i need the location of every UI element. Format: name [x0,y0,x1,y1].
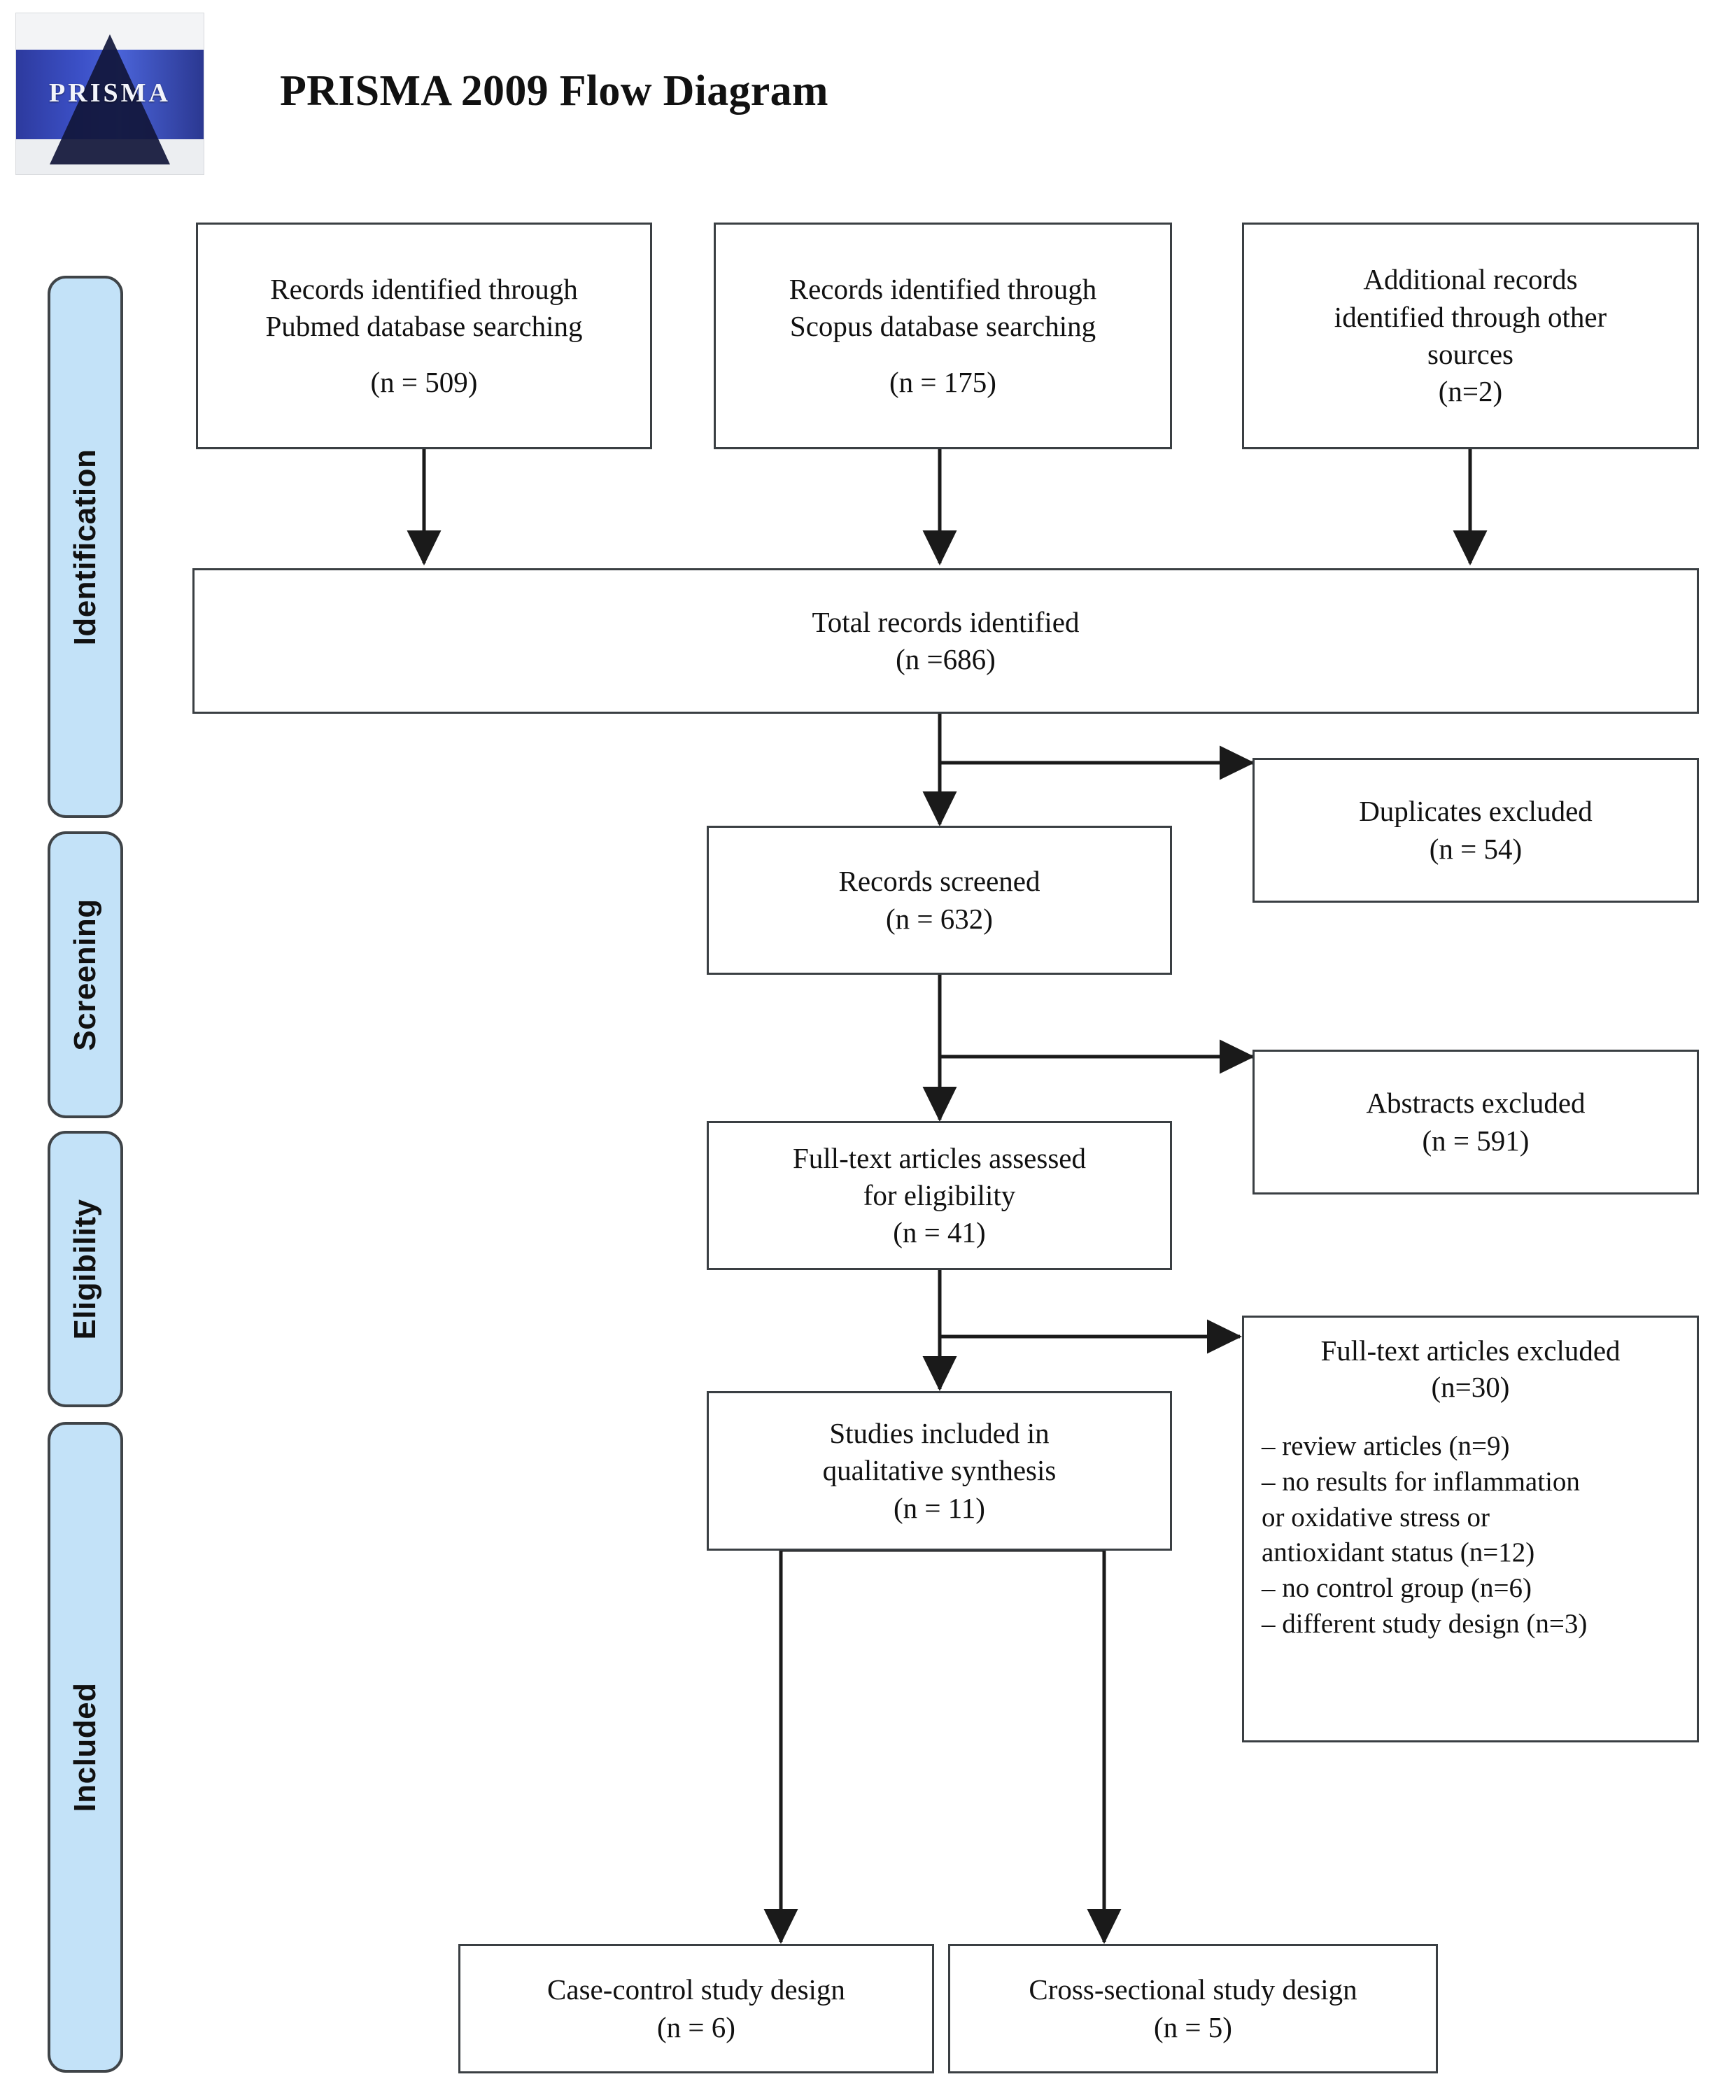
cross-sectional-line1: Cross-sectional study design [1029,1973,1357,2006]
reason-item: or oxidative stress or [1262,1502,1490,1532]
reason-item: – no results for inflammation [1262,1467,1580,1497]
pubmed-line2: Pubmed database searching [265,310,583,343]
box-fulltext-assessed: Full-text articles assessed for eligibil… [707,1121,1172,1270]
scopus-line2: Scopus database searching [789,310,1096,343]
duplicates-line1: Duplicates excluded [1359,795,1593,828]
box-fulltext-excluded: Full-text articles excluded (n=30) – rev… [1242,1316,1699,1742]
box-duplicates-excluded: Duplicates excluded (n = 54) [1252,758,1699,903]
box-cross-sectional: Cross-sectional study design (n = 5) [948,1944,1438,2073]
other-line3: sources [1427,338,1513,370]
phase-label-identification: Identification [68,449,102,645]
phase-label-screening: Screening [68,899,102,1051]
included-line2: qualitative synthesis [822,1454,1057,1487]
reason-item: – different study design (n=3) [1262,1608,1588,1639]
fulltext-excluded-reasons: – review articles (n=9) – no results for… [1252,1429,1689,1642]
box-records-screened: Records screened (n = 632) [707,826,1172,975]
phase-label-eligibility: Eligibility [68,1198,102,1340]
other-line2: identified through other [1334,300,1607,333]
screened-count: (n = 632) [886,902,993,935]
reason-item: – no control group (n=6) [1262,1573,1532,1604]
total-count: (n =686) [896,643,996,675]
abstracts-line1: Abstracts excluded [1366,1087,1586,1120]
box-records-pubmed: Records identified through Pubmed databa… [196,223,652,449]
page-title: PRISMA 2009 Flow Diagram [280,67,828,115]
fulltext-excluded-count: (n=30) [1431,1370,1510,1403]
fulltext-count: (n = 41) [893,1216,986,1249]
fulltext-excluded-line1: Full-text articles excluded [1320,1334,1621,1367]
phase-band-eligibility: Eligibility [48,1131,123,1407]
box-abstracts-excluded: Abstracts excluded (n = 591) [1252,1050,1699,1195]
duplicates-count: (n = 54) [1429,832,1523,865]
box-case-control: Case-control study design (n = 6) [458,1944,934,2073]
box-total-records: Total records identified (n =686) [192,568,1699,714]
box-studies-included: Studies included in qualitative synthesi… [707,1391,1172,1551]
fulltext-line1: Full-text articles assessed [792,1141,1086,1174]
phase-band-included: Included [48,1422,123,2073]
logo-wordmark: PRISMA [49,78,171,108]
reason-item: antioxidant status (n=12) [1262,1537,1535,1568]
scopus-count: (n = 175) [889,365,996,398]
scopus-line1: Records identified through [789,273,1097,306]
other-line1: Additional records [1363,263,1578,296]
other-count: (n=2) [1438,375,1503,408]
abstracts-count: (n = 591) [1422,1124,1530,1157]
reason-item: – review articles (n=9) [1262,1431,1510,1462]
prisma-logo: PRISMA [15,13,204,175]
cross-sectional-count: (n = 5) [1154,2010,1232,2043]
case-control-count: (n = 6) [657,2010,735,2043]
case-control-line1: Case-control study design [547,1973,845,2006]
phase-label-included: Included [68,1682,102,1812]
pubmed-count: (n = 509) [370,365,478,398]
screened-line1: Records screened [838,865,1040,898]
phase-band-identification: Identification [48,276,123,818]
fulltext-line2: for eligibility [863,1178,1016,1211]
total-line1: Total records identified [812,605,1080,638]
box-records-scopus: Records identified through Scopus databa… [714,223,1172,449]
included-count: (n = 11) [894,1491,985,1524]
logo-prism-triangle-icon [50,34,170,164]
box-additional-records: Additional records identified through ot… [1242,223,1699,449]
fulltext-excluded-heading: Full-text articles excluded (n=30) [1257,1333,1684,1405]
pubmed-line1: Records identified through [270,273,578,306]
phase-band-screening: Screening [48,831,123,1118]
included-line1: Studies included in [829,1417,1050,1450]
